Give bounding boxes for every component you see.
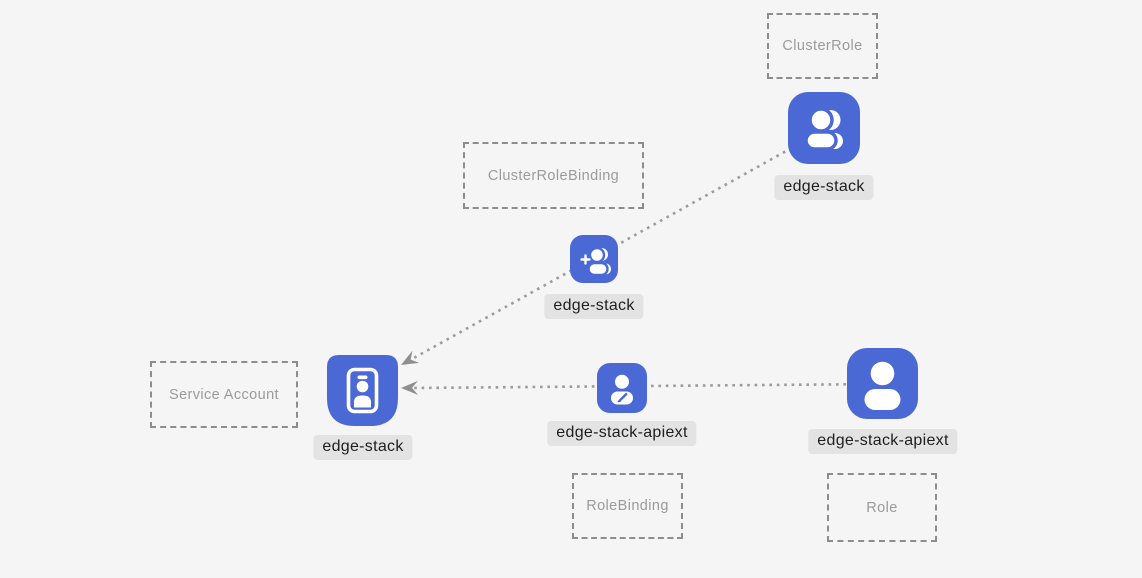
user-icon [847,348,918,419]
user-edit-icon [597,363,647,413]
kind-label-serviceaccount: Service Account [169,386,279,403]
users-icon [788,92,860,164]
user-plus-icon [570,235,618,283]
node-label-clusterrole: edge-stack [774,175,874,200]
kind-label-clusterrole: ClusterRole [782,38,863,54]
kind-box-clusterrole: ClusterRole [767,13,878,79]
edge-role-to-serviceaccount-arrowhead [401,380,419,395]
node-label-clusterrolebinding: edge-stack [544,294,644,319]
kind-box-rolebinding: RoleBinding [572,473,683,539]
edge-role-to-serviceaccount-line [413,382,884,390]
node-label-rolebinding: edge-stack-apiext [547,421,697,446]
node-label-serviceaccount: edge-stack [313,435,413,460]
kind-box-clusterrolebinding: ClusterRoleBinding [463,142,644,209]
kind-label-rolebinding: RoleBinding [586,498,669,514]
kind-label-role: Role [866,499,898,516]
kind-box-role: Role [827,473,937,542]
node-label-role: edge-stack-apiext [808,429,958,454]
kind-box-serviceaccount: Service Account [150,361,298,428]
edge-clusterrole-to-serviceaccount-arrowhead [401,350,420,365]
id-badge-icon [327,355,398,426]
kind-label-clusterrolebinding: ClusterRoleBinding [487,167,620,184]
